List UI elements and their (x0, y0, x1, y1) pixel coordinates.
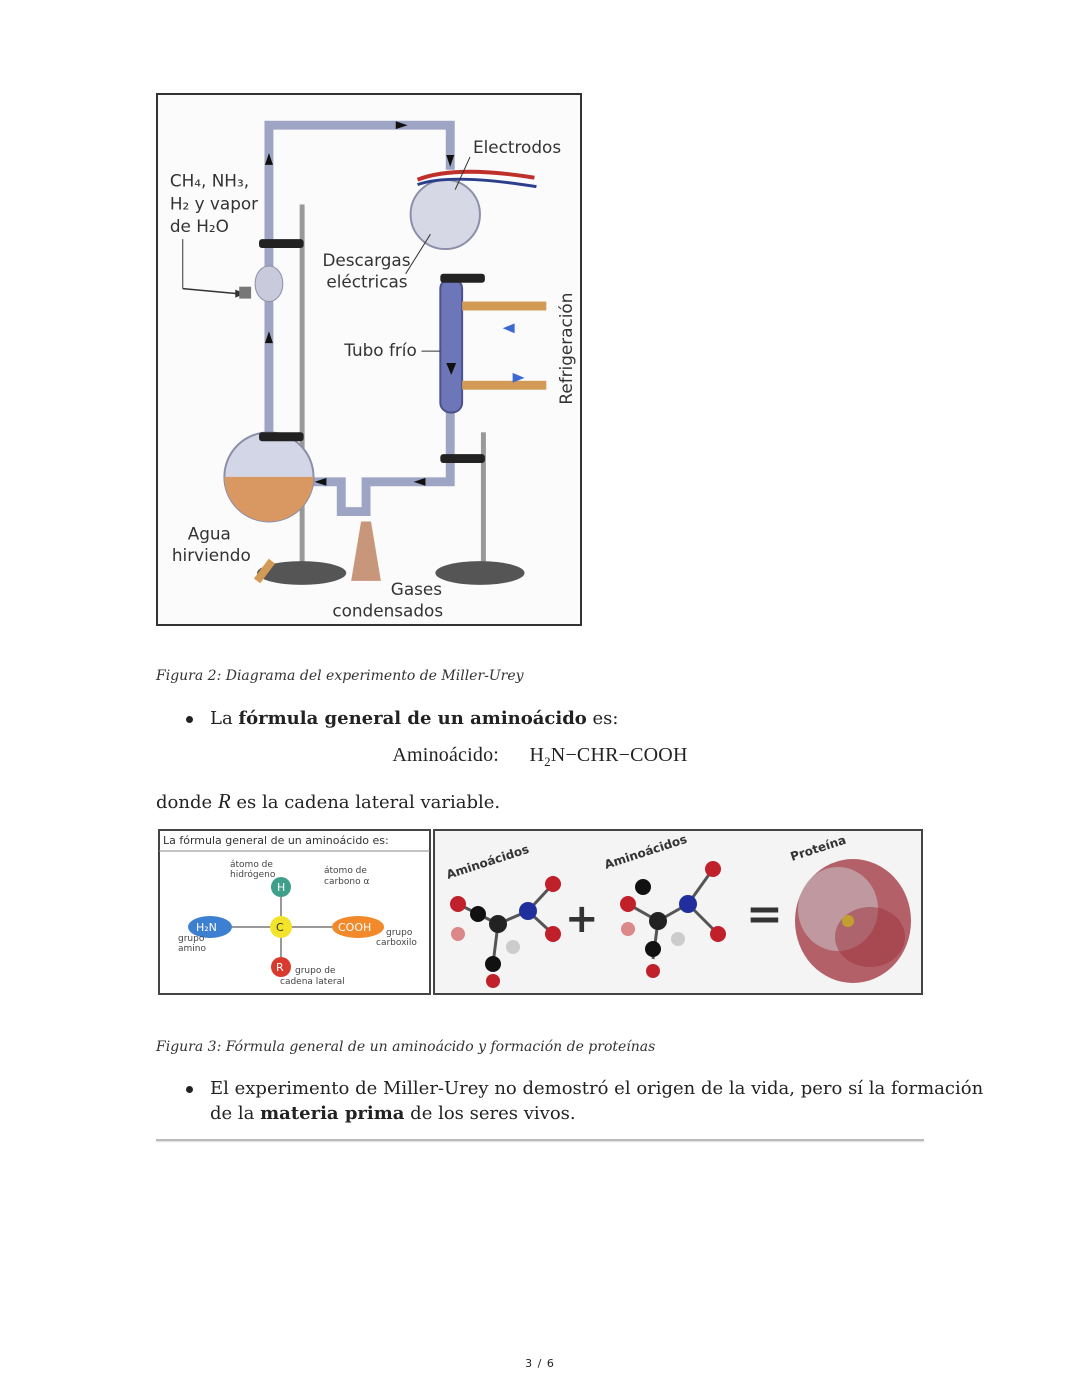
figure-2-caption: Figura 2: Diagrama del experimento de Mi… (156, 668, 524, 684)
amino-acid-protein-figure: La fórmula general de un aminoácido es: … (158, 829, 924, 997)
conclusion-line-1: El experimento de Miller-Urey no demostr… (210, 1078, 984, 1099)
svg-text:=: = (746, 889, 783, 940)
miller-urey-diagram: Electrodos CH₄, NH₃, H₂ y vapor de H₂O D… (156, 93, 582, 626)
formula-label: Aminoácido: (392, 744, 500, 766)
svg-text:R: R (276, 961, 284, 974)
label-agua-2: hirviendo (172, 545, 251, 565)
fig3-header: La fórmula general de un aminoácido es: (163, 834, 389, 847)
svg-text:hidrógeno: hidrógeno (230, 869, 276, 880)
label-electrodos: Electrodos (473, 137, 561, 157)
donde-text: donde R es la cadena lateral variable. (156, 789, 501, 813)
label-gases-in-1: CH₄, NH₃, (170, 171, 249, 191)
svg-text:grupo: grupo (178, 934, 205, 944)
svg-text:amino: amino (178, 944, 206, 954)
svg-text:átomo de: átomo de (230, 860, 273, 870)
svg-text:carbono α: carbono α (324, 877, 369, 887)
page-number: 3 / 6 (525, 1357, 555, 1370)
bold-formula-general: fórmula general de un aminoácido (238, 708, 587, 729)
figure-3-caption: Figura 3: Fórmula general de un aminoáci… (156, 1039, 656, 1055)
label-gases-out-2: condensados (332, 601, 443, 621)
svg-text:átomo de: átomo de (324, 866, 367, 876)
amino-acid-protein-illustration: La fórmula general de un aminoácido es: … (158, 829, 923, 995)
miller-urey-illustration: Electrodos CH₄, NH₃, H₂ y vapor de H₂O D… (170, 120, 576, 621)
svg-text:cadena lateral: cadena lateral (280, 977, 345, 987)
svg-text:grupo: grupo (386, 928, 413, 938)
amino-acid-formula: Aminoácido: H2N−CHR−COOH (392, 744, 688, 769)
svg-text:+: + (565, 896, 599, 942)
svg-text:grupo de: grupo de (295, 966, 336, 976)
label-descargas-1: Descargas (322, 250, 410, 270)
bullet-formula-general: La fórmula general de un aminoácido es: (186, 706, 619, 731)
svg-text:H: H (277, 881, 285, 894)
label-refrigeracion: Refrigeración (556, 293, 576, 405)
label-descargas-2: eléctricas (326, 272, 407, 292)
svg-text:C: C (276, 921, 284, 934)
label-gases-in-2: H₂ y vapor (170, 193, 258, 213)
bold-materia-prima: materia prima (260, 1103, 405, 1124)
bullet-miller-urey-conclusion: El experimento de Miller-Urey no demostr… (186, 1076, 983, 1126)
label-gases-in-3: de H₂O (170, 216, 229, 236)
svg-text:H₂N: H₂N (196, 921, 217, 934)
svg-text:carboxilo: carboxilo (376, 938, 417, 948)
svg-text:COOH: COOH (338, 921, 371, 934)
label-tubo-frio: Tubo frío (343, 340, 417, 360)
bullet-dot (186, 716, 193, 723)
horizontal-rule (156, 1139, 924, 1141)
bullet-dot (186, 1086, 193, 1093)
label-agua-1: Agua (188, 523, 231, 543)
label-gases-out-1: Gases (391, 579, 442, 599)
